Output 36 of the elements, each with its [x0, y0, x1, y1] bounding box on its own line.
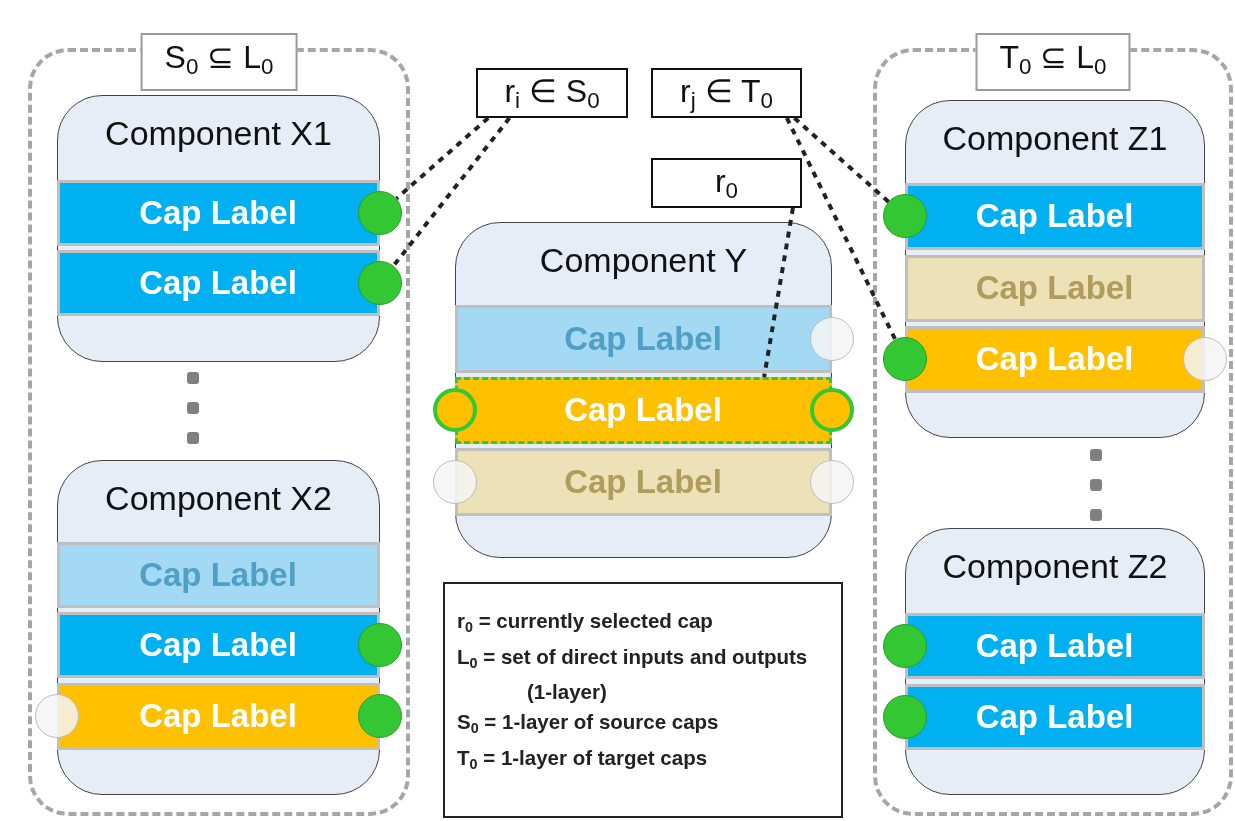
cap-label-text: Cap Label: [139, 555, 297, 594]
callout-box: [651, 68, 802, 118]
cap-label-text: Cap Label: [564, 391, 722, 429]
cap-label-text: Cap Label: [975, 626, 1134, 665]
cap-label-text: Cap Label: [975, 697, 1134, 736]
set-label: S$_{0}$ ⊆ L$_{0}$: [140, 33, 298, 91]
cap-label-text: Cap Label: [564, 319, 722, 358]
leader-line: [392, 116, 511, 267]
callout-text: r$_{i}$ ∈ S$_{0}$: [504, 72, 600, 114]
cap-label-text: Cap Label: [975, 340, 1134, 378]
set-label: T$_{0}$ ⊆ L$_{0}$: [975, 33, 1131, 91]
callout-text: r$_{0}$: [714, 162, 739, 204]
component-title: Component X2: [104, 479, 333, 518]
component-title: Component Y: [538, 241, 749, 280]
leader-line: [793, 116, 890, 204]
callout-text: r$_{j}$ ∈ T$_{0}$: [680, 72, 773, 114]
cap-label-text: Cap Label: [139, 263, 297, 302]
component-title: Component X1: [104, 114, 333, 153]
cap-label-text: Cap Label: [564, 462, 722, 501]
cap-label-text: Cap Label: [139, 697, 297, 735]
definition-text: L$_{0}$ = set of direct inputs and outputs (1-layer): [457, 643, 809, 706]
definition-text: T$_{0}$ = 1-layer of target caps: [457, 744, 708, 774]
cap-label-text: Cap Label: [975, 269, 1134, 307]
definition-text: S$_{0}$ = 1-layer of source caps: [457, 709, 719, 738]
cap-label-bar: [56, 541, 380, 608]
definition-text: r$_{0}$ = currently selected cap: [457, 608, 713, 637]
definition-box: [443, 582, 843, 818]
cap-label-text: Cap Label: [139, 193, 297, 232]
callout-box: [651, 158, 802, 208]
cap-label-bar: [904, 254, 1205, 322]
component-title: Component Z1: [941, 119, 1169, 158]
cap-label-text: Cap Label: [139, 625, 297, 664]
callout-box: [476, 68, 628, 118]
leader-line: [395, 116, 490, 200]
cap-label-text: Cap Label: [975, 197, 1134, 235]
component-title: Component Z2: [941, 547, 1169, 586]
